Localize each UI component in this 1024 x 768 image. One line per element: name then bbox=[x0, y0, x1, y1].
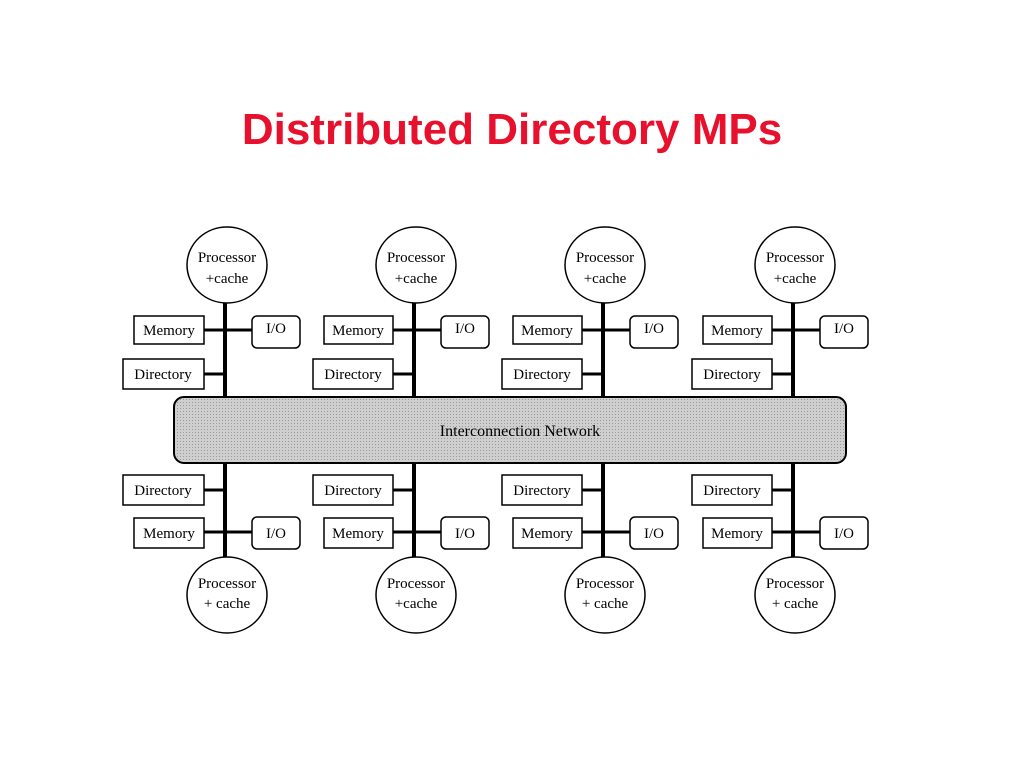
directory-box bbox=[691, 474, 773, 506]
processor-label: Processor bbox=[198, 576, 256, 592]
top-node-1: Processor +cache Memory I/O Directory bbox=[122, 226, 301, 397]
processor-cache-node bbox=[754, 556, 836, 634]
io-box bbox=[819, 315, 869, 349]
io-box bbox=[629, 315, 679, 349]
io-label: I/O bbox=[455, 321, 475, 337]
memory-label: Memory bbox=[521, 526, 573, 542]
processor-label: Processor bbox=[766, 576, 824, 592]
io-label: I/O bbox=[455, 526, 475, 542]
top-node-3: Processor +cache Memory I/O Directory bbox=[501, 226, 679, 397]
directory-box bbox=[501, 474, 583, 506]
processor-cache-node bbox=[564, 226, 646, 304]
processor-cache-node bbox=[186, 556, 268, 634]
io-box bbox=[440, 516, 490, 550]
cache-label: + cache bbox=[582, 596, 629, 612]
memory-label: Memory bbox=[711, 526, 763, 542]
memory-box bbox=[323, 517, 394, 549]
bottom-node-1: Directory Memory I/O Processor + cache bbox=[122, 463, 301, 634]
cache-label: +cache bbox=[584, 271, 627, 287]
memory-box bbox=[702, 517, 773, 549]
top-node-2: Processor +cache Memory I/O Directory bbox=[312, 226, 490, 397]
memory-box bbox=[323, 315, 394, 345]
directory-label: Directory bbox=[324, 483, 382, 499]
directory-box bbox=[312, 358, 394, 390]
interconnection-network-label: Interconnection Network bbox=[440, 423, 600, 440]
bottom-node-4: Directory Memory I/O Processor + cache bbox=[691, 463, 869, 634]
directory-label: Directory bbox=[324, 367, 382, 383]
processor-label: Processor bbox=[387, 576, 445, 592]
interconnection-network bbox=[173, 396, 847, 464]
top-node-4: Processor +cache Memory I/O Directory bbox=[691, 226, 869, 397]
memory-box bbox=[512, 517, 583, 549]
directory-box bbox=[691, 358, 773, 390]
directory-box bbox=[501, 358, 583, 390]
cache-label: +cache bbox=[395, 271, 438, 287]
processor-label: Processor bbox=[198, 250, 256, 266]
directory-label: Directory bbox=[134, 483, 192, 499]
memory-label: Memory bbox=[711, 323, 763, 339]
processor-cache-node bbox=[754, 226, 836, 304]
cache-label: + cache bbox=[772, 596, 819, 612]
processor-cache-node bbox=[375, 556, 457, 634]
memory-box bbox=[512, 315, 583, 345]
cache-label: +cache bbox=[206, 271, 249, 287]
io-label: I/O bbox=[266, 321, 286, 337]
processor-cache-node bbox=[564, 556, 646, 634]
cache-label: + cache bbox=[204, 596, 251, 612]
processor-cache-node bbox=[375, 226, 457, 304]
io-label: I/O bbox=[644, 526, 664, 542]
processor-label: Processor bbox=[387, 250, 445, 266]
memory-label: Memory bbox=[143, 323, 195, 339]
memory-label: Memory bbox=[332, 323, 384, 339]
memory-label: Memory bbox=[332, 526, 384, 542]
processor-label: Processor bbox=[576, 576, 634, 592]
memory-box bbox=[133, 517, 205, 549]
io-label: I/O bbox=[266, 526, 286, 542]
io-box bbox=[629, 516, 679, 550]
processor-label: Processor bbox=[576, 250, 634, 266]
io-box bbox=[440, 315, 490, 349]
cache-label: +cache bbox=[774, 271, 817, 287]
memory-label: Memory bbox=[521, 323, 573, 339]
io-label: I/O bbox=[834, 526, 854, 542]
processor-label: Processor bbox=[766, 250, 824, 266]
memory-box bbox=[702, 315, 773, 345]
cache-label: +cache bbox=[395, 596, 438, 612]
directory-label: Directory bbox=[703, 367, 761, 383]
directory-label: Directory bbox=[703, 483, 761, 499]
memory-box bbox=[133, 315, 205, 345]
io-box bbox=[819, 516, 869, 550]
io-box bbox=[251, 516, 301, 550]
memory-label: Memory bbox=[143, 526, 195, 542]
slide-title: Distributed Directory MPs bbox=[241, 105, 783, 154]
io-label: I/O bbox=[834, 321, 854, 337]
directory-label: Directory bbox=[134, 367, 192, 383]
io-box bbox=[251, 315, 301, 349]
bottom-node-2: Directory Memory I/O Processor +cache bbox=[312, 463, 490, 634]
directory-box bbox=[312, 474, 394, 506]
directory-label: Directory bbox=[513, 367, 571, 383]
bottom-node-3: Directory Memory I/O Processor + cache bbox=[501, 463, 679, 634]
io-label: I/O bbox=[644, 321, 664, 337]
directory-box bbox=[122, 474, 205, 506]
directory-box bbox=[122, 358, 205, 390]
directory-label: Directory bbox=[513, 483, 571, 499]
processor-cache-node bbox=[186, 226, 268, 304]
